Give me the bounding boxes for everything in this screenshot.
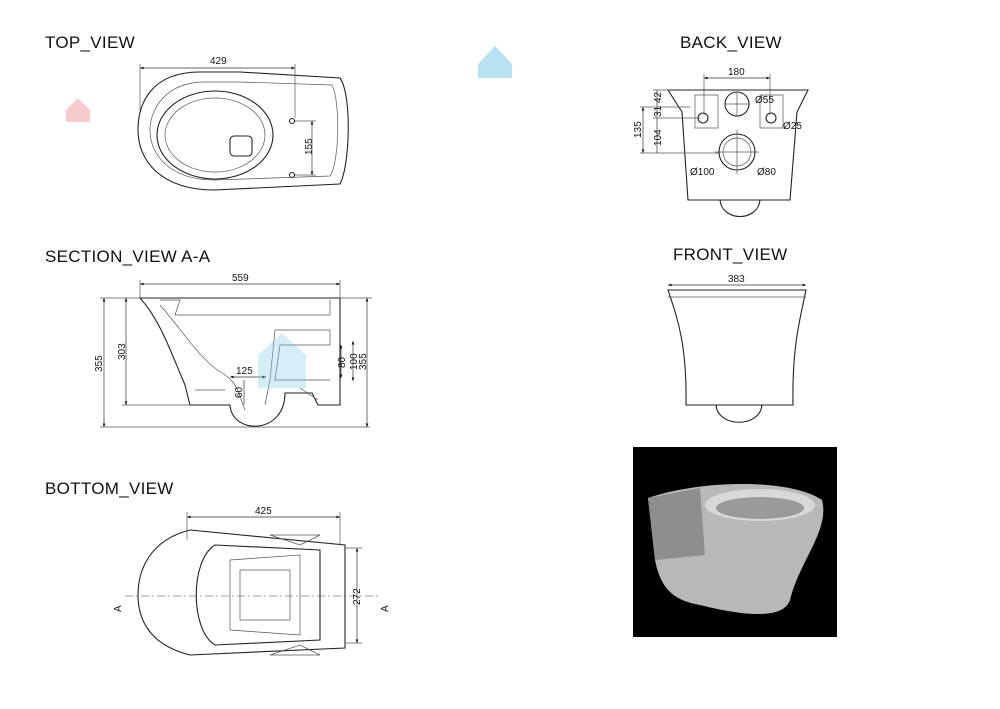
section-h303-dim: 303 [117, 343, 128, 360]
section-mark-right: A [380, 605, 391, 612]
section-w125-dim: 125 [236, 366, 253, 377]
back-d80-dim: Ø80 [757, 167, 776, 178]
back-d55-dim: Ø55 [755, 95, 774, 106]
back-h135-dim: 135 [633, 121, 644, 138]
house-watermark-icon [66, 46, 512, 388]
bottom-view-title: BOTTOM_VIEW [45, 479, 174, 498]
section-h60-dim: 60 [234, 386, 245, 398]
front-view-drawing: 383 [667, 274, 807, 423]
top-view-drawing: 429 155 [137, 56, 349, 191]
section-length-dim: 559 [232, 273, 249, 284]
back-view-drawing: 180 Ø55 Ø25 Ø100 Ø80 135 104 31 42 [633, 67, 809, 217]
top-view-title: TOP_VIEW [45, 33, 135, 52]
back-h104-dim: 104 [653, 129, 664, 146]
section-h355-left-dim: 355 [94, 355, 105, 372]
section-mark-left: A [113, 605, 124, 612]
back-h31-dim: 31 [653, 105, 664, 117]
back-d100-dim: Ø100 [690, 167, 715, 178]
section-h100-dim: 100 [349, 353, 360, 370]
bottom-width-dim: 425 [255, 506, 272, 517]
back-spacing-dim: 180 [728, 67, 745, 78]
front-width-dim: 383 [728, 274, 745, 285]
section-view-title: SECTION_VIEW A-A [45, 247, 211, 266]
section-h80-dim: 80 [337, 356, 348, 368]
product-photo [633, 447, 837, 637]
bottom-h272-dim: 272 [352, 588, 363, 605]
back-view-title: BACK_VIEW [680, 33, 782, 52]
top-width-dim: 429 [210, 56, 227, 67]
top-holes-dim: 155 [304, 138, 315, 155]
bottom-view-drawing: 425 272 A A [113, 506, 391, 656]
section-h355-right-dim: 355 [358, 353, 369, 370]
front-view-title: FRONT_VIEW [673, 245, 788, 264]
section-view-drawing: 559 355 303 125 60 80 100 355 [94, 273, 372, 428]
back-d25-dim: Ø25 [783, 121, 802, 132]
back-h42-dim: 42 [653, 91, 664, 103]
